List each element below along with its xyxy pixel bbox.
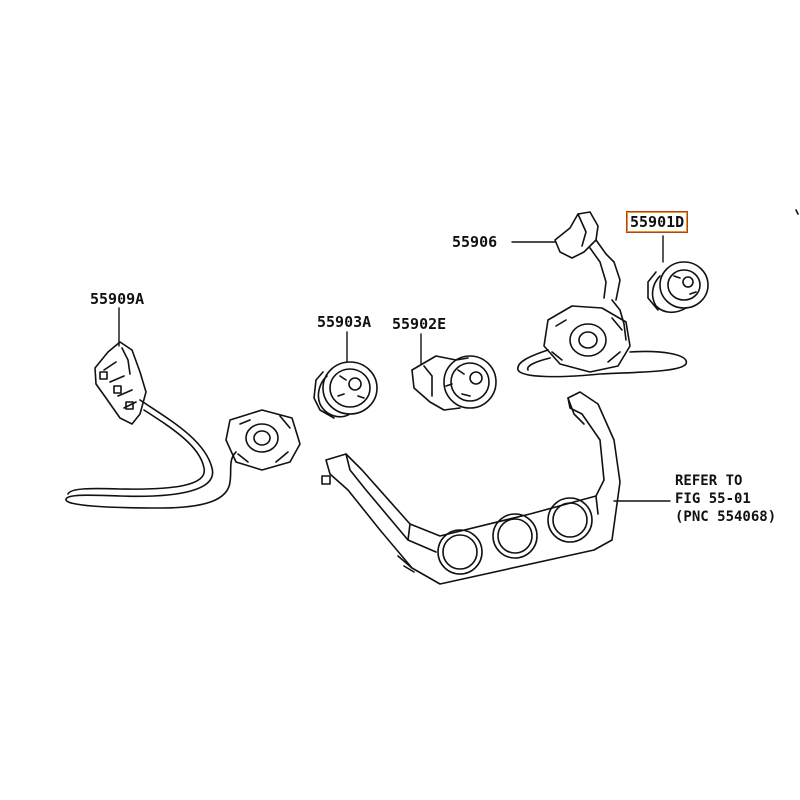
label-55901D[interactable]: 55901D: [625, 211, 689, 233]
label-55906[interactable]: 55906: [452, 233, 498, 251]
label-55909A[interactable]: 55909A: [90, 290, 145, 308]
reference-line-3[interactable]: (PNC 554068): [675, 509, 777, 525]
knob-55902E: [411, 355, 497, 411]
leader-lines: [118, 235, 671, 502]
reference-line-1: REFER TO: [675, 473, 743, 489]
knob-55901D: [647, 261, 709, 314]
label-55903A[interactable]: 55903A: [317, 313, 372, 331]
cluster-panel: [321, 391, 621, 585]
reference-line-2[interactable]: FIG 55-01: [675, 491, 751, 507]
socket-55906: [554, 211, 627, 341]
harness-55909A: [65, 341, 301, 509]
harness-right: [517, 305, 687, 378]
knob-55903A: [313, 361, 378, 419]
label-55902E[interactable]: 55902E: [392, 315, 447, 333]
edge-mark: [795, 209, 799, 215]
